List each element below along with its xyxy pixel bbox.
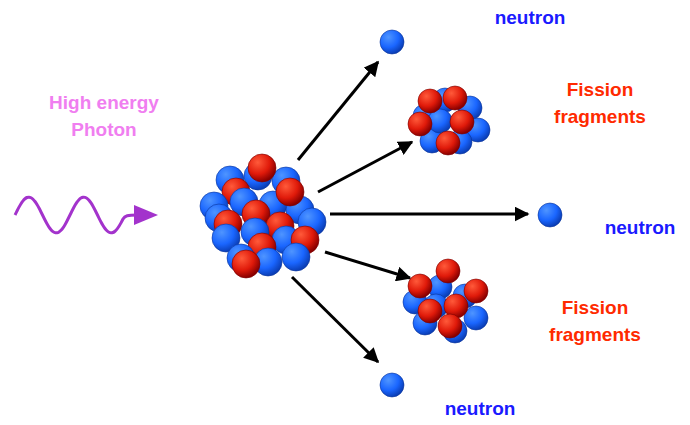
proton-sphere [408,112,432,136]
emission-arrow [298,62,378,160]
proton-sphere [232,250,260,278]
neutron-sphere [282,243,310,271]
photon-wave-line [15,197,140,233]
neutron-sphere [380,373,404,397]
neutron-label: neutron [475,5,585,32]
proton-sphere [450,110,474,134]
proton-sphere [438,314,462,338]
proton-sphere [408,274,432,298]
emission-arrow [318,142,412,192]
proton-sphere [248,154,276,182]
emission-arrow [292,277,378,362]
emission-arrow [330,213,528,216]
proton-sphere [418,89,442,113]
fragment-label: Fission fragments [539,295,651,348]
photon-wave [15,197,158,233]
proton-sphere [276,178,304,206]
neutron-sphere [538,203,562,227]
proton-sphere [436,131,460,155]
proton-sphere [418,299,442,323]
proton-sphere [436,259,460,283]
neutron-sphere [380,30,404,54]
proton-sphere [443,86,467,110]
fragment-label: Fission fragments [544,77,656,130]
photon-label: High energy Photon [39,90,169,143]
emission-arrows [292,62,528,362]
emission-arrow [325,252,410,278]
neutron-label: neutron [595,215,685,242]
neutron-label: neutron [425,396,535,423]
photon-arrowhead [134,205,158,225]
proton-sphere [464,279,488,303]
nucleon-spheres [200,30,562,397]
